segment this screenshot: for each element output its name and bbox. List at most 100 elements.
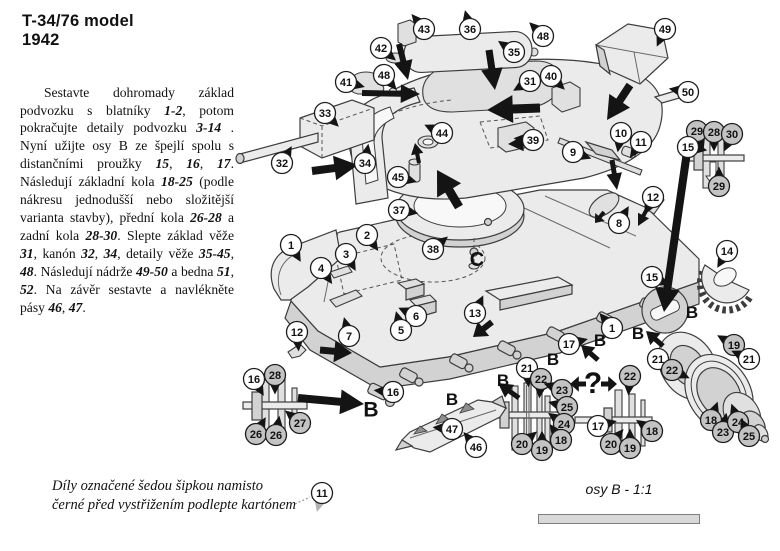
callout-41: 41 — [334, 70, 365, 94]
callout-36: 36 — [458, 10, 482, 41]
svg-text:24: 24 — [558, 419, 571, 431]
svg-text:32: 32 — [276, 158, 288, 170]
svg-text:14: 14 — [721, 246, 734, 258]
instructions-text: Sestavte dohromady základ podvozku s bla… — [20, 84, 235, 315]
black-pointer — [386, 78, 397, 90]
callout-43: 43 — [411, 14, 436, 41]
callout-30: 30 — [720, 122, 744, 152]
callout-38: 38 — [421, 236, 448, 261]
svg-text:48: 48 — [378, 70, 390, 82]
svg-text:45: 45 — [392, 172, 404, 184]
part-deck-boxes — [287, 265, 438, 359]
assembly-arrow — [646, 331, 665, 348]
svg-text:23: 23 — [717, 427, 729, 439]
callout-22: 22 — [618, 364, 642, 396]
assembly-arrow — [481, 49, 503, 90]
black-pointer — [322, 272, 333, 284]
svg-text:1: 1 — [288, 240, 294, 252]
callout-26: 26 — [264, 415, 288, 447]
callout-17: 17 — [557, 332, 588, 356]
callout-12: 12 — [285, 320, 309, 352]
callout-20: 20 — [510, 431, 537, 456]
black-pointer — [513, 134, 525, 145]
callout-28: 28 — [702, 120, 726, 152]
assembly-arrow — [508, 135, 537, 152]
callout-14: 14 — [715, 239, 739, 268]
assembly-arrow — [473, 319, 494, 337]
svg-text:30: 30 — [726, 129, 738, 141]
callout-4: 4 — [309, 256, 333, 284]
assembly-arrow — [394, 43, 413, 80]
svg-text:17: 17 — [563, 339, 575, 351]
svg-text:18: 18 — [705, 415, 717, 427]
callout-6: 6 — [398, 304, 428, 328]
svg-text:12: 12 — [647, 192, 659, 204]
callout-19: 19 — [618, 428, 642, 460]
part-fuel-tank-49 — [595, 23, 669, 85]
svg-text:27: 27 — [294, 418, 306, 430]
callout-11: 11 — [310, 481, 334, 512]
svg-text:31: 31 — [524, 76, 536, 88]
callout-45: 45 — [386, 165, 417, 189]
callout-29: 29 — [707, 166, 731, 198]
callout-39: 39 — [513, 128, 545, 152]
black-pointer — [529, 22, 541, 34]
black-pointer — [292, 340, 303, 352]
callout-19: 19 — [717, 333, 746, 357]
svg-text:34: 34 — [359, 158, 372, 170]
title-line2: 1942 — [22, 31, 60, 50]
svg-text:46: 46 — [470, 442, 482, 454]
svg-text:29: 29 — [713, 181, 725, 193]
black-pointer — [436, 236, 448, 247]
svg-text:5: 5 — [398, 325, 404, 337]
assembly-arrow — [487, 95, 541, 123]
callout-1: 1 — [599, 313, 624, 340]
callout-25: 25 — [548, 395, 579, 419]
svg-text:2: 2 — [364, 230, 370, 242]
svg-text:21: 21 — [521, 363, 533, 375]
black-pointer — [636, 419, 648, 430]
assembly-arrows — [297, 43, 691, 415]
assembly-arrow — [581, 345, 600, 362]
callout-11: 11 — [629, 130, 653, 158]
diagram-letter-?: ? — [584, 367, 602, 400]
svg-text:1: 1 — [609, 323, 615, 335]
callout-15: 15 — [640, 265, 670, 289]
callout-40: 40 — [539, 64, 565, 90]
black-pointer — [548, 412, 560, 423]
callout-26: 26 — [244, 417, 268, 446]
diagram-letter-B: B — [363, 399, 378, 422]
assembly-arrow — [297, 389, 364, 415]
callout-10: 10 — [609, 121, 633, 153]
note-line2: černé před vystřižením podlepte kartónem — [52, 496, 297, 513]
callout-48: 48 — [372, 63, 397, 90]
svg-text:28: 28 — [708, 127, 720, 139]
scale-label: osy B - 1:1 — [585, 481, 653, 497]
svg-text:33: 33 — [319, 108, 331, 120]
black-pointer — [411, 14, 422, 26]
svg-text:47: 47 — [446, 424, 458, 436]
svg-text:44: 44 — [436, 128, 449, 140]
svg-text:38: 38 — [427, 244, 439, 256]
svg-text:25: 25 — [561, 402, 573, 414]
svg-text:36: 36 — [464, 24, 476, 36]
svg-text:10: 10 — [615, 128, 627, 140]
assembly-arrow — [437, 170, 463, 210]
note-leader-line — [294, 496, 311, 505]
black-pointer — [285, 410, 297, 421]
assembly-arrow — [319, 340, 352, 363]
svg-text:26: 26 — [270, 430, 282, 442]
callout-25: 25 — [737, 418, 761, 448]
callout-35: 35 — [498, 40, 526, 64]
svg-text:19: 19 — [728, 340, 740, 352]
svg-text:7: 7 — [346, 331, 352, 343]
diagram-letter-B: B — [632, 324, 644, 343]
svg-text:35: 35 — [508, 47, 520, 59]
assembly-arrow — [498, 383, 521, 400]
callout-16: 16 — [242, 367, 266, 396]
black-pointer — [373, 386, 385, 397]
callout-5: 5 — [389, 311, 413, 342]
assembly-arrow — [411, 143, 424, 164]
svg-text:19: 19 — [536, 445, 548, 457]
callout-7: 7 — [337, 317, 361, 348]
